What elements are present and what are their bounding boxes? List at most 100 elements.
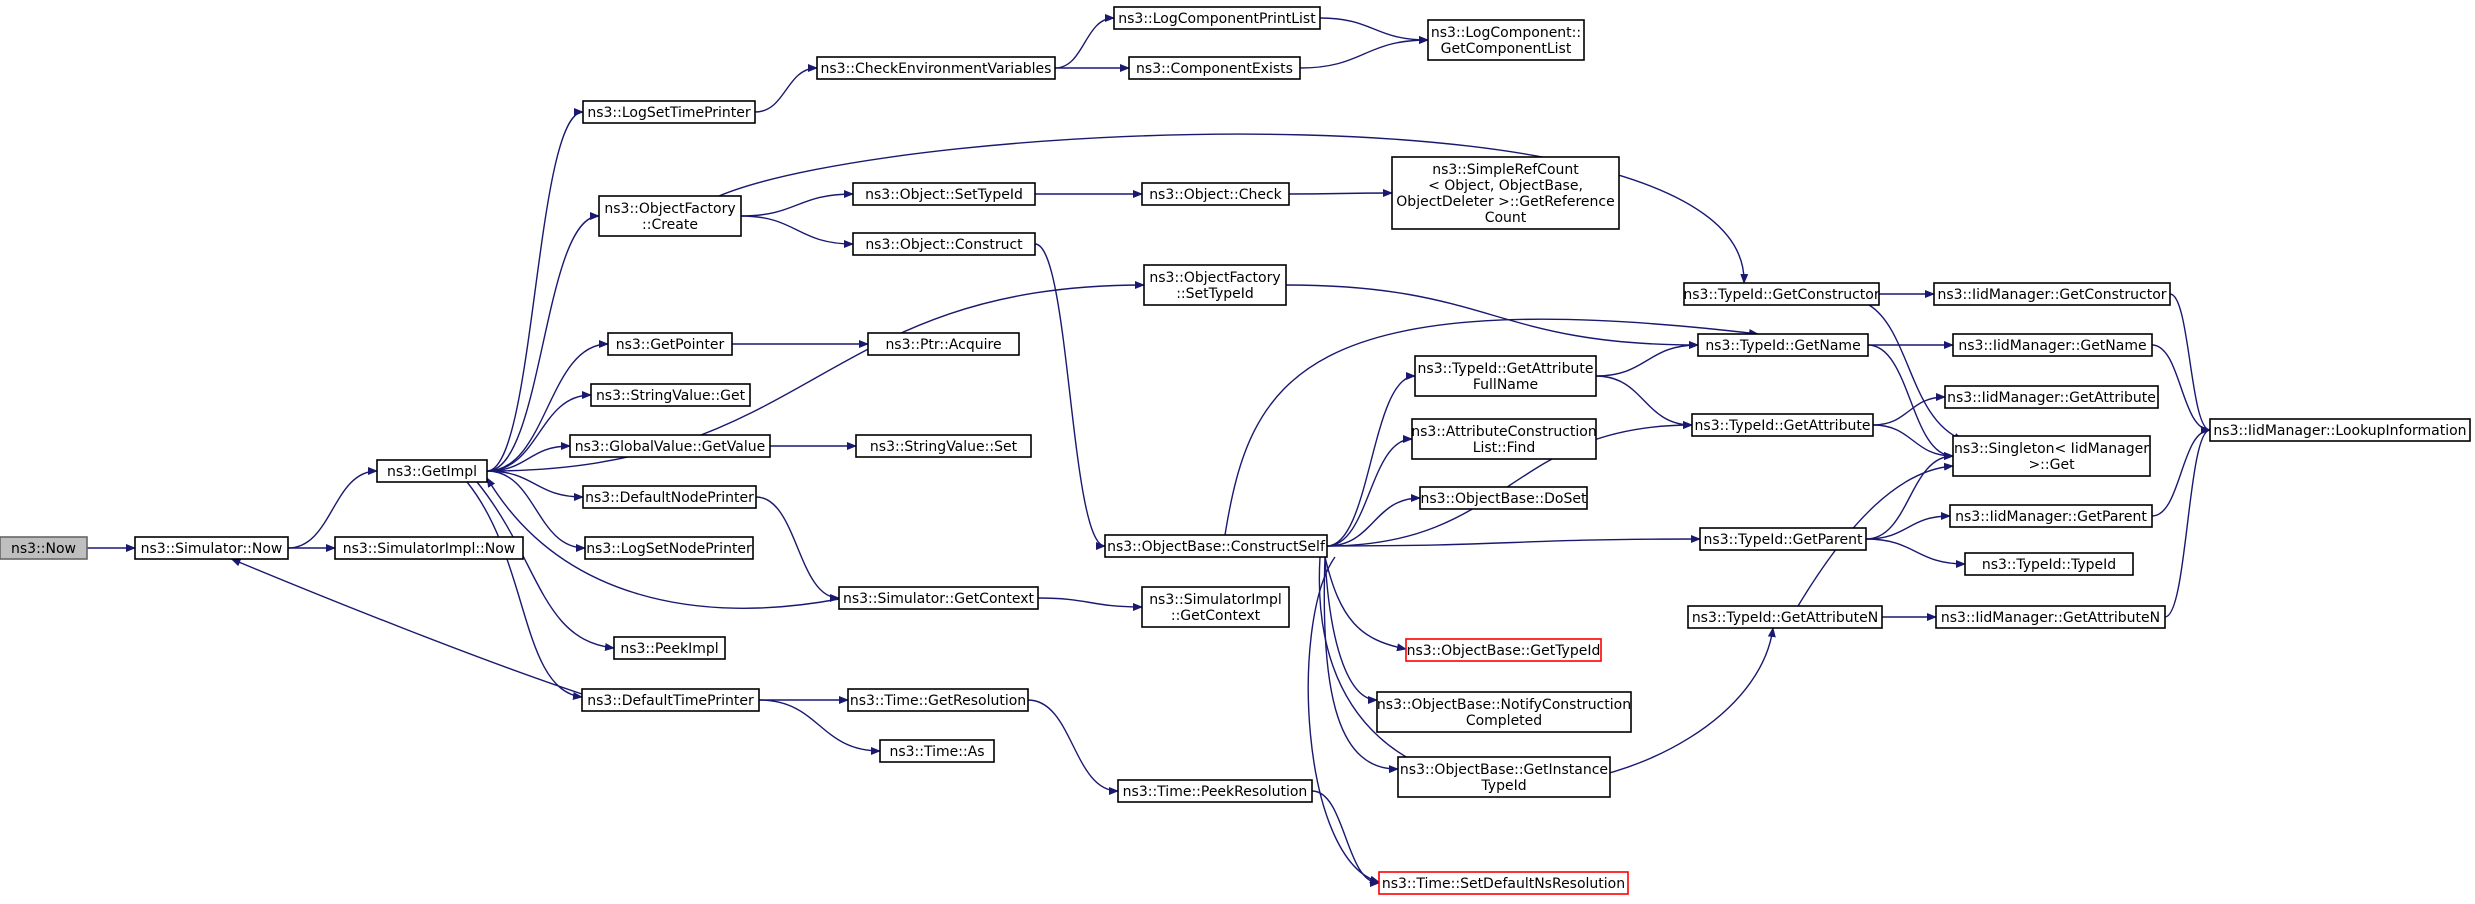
edge-typeidgetconstructor-to-singletonget [1868,304,1964,441]
node-box [1411,418,1597,460]
node-objbasegettypeid[interactable]: ns3::ObjectBase::GetTypeId [1405,638,1602,662]
node-stringvalueset[interactable]: ns3::StringValue::Set [855,434,1032,458]
edge-typeidgetparent-to-iidgetparent [1865,512,1951,540]
node-typeidgetattributen[interactable]: ns3::TypeId::GetAttributeN [1687,605,1883,629]
edge-getimpl-to-defaulttimeprinter [466,481,583,700]
node-stringvalueget[interactable]: ns3::StringValue::Get [590,383,751,407]
node-typeidgetname[interactable]: ns3::TypeId::GetName [1697,333,1869,357]
edge-iidgetattributen-to-iidlookup [2164,426,2211,618]
node-typeidtypeid[interactable]: ns3::TypeId::TypeId [1964,552,2134,576]
node-objfactorycreate[interactable]: ns3::ObjectFactory::Create [598,195,742,237]
node-label: ns3::ObjectBase::NotifyConstruction [1377,697,1631,713]
node-simgetcontext[interactable]: ns3::Simulator::GetContext [838,586,1039,610]
node-logsetnodeprinter[interactable]: ns3::LogSetNodePrinter [584,536,754,560]
node-singletonget[interactable]: ns3::Singleton< IidManager>::Get [1952,435,2151,477]
node-iidgetattributen[interactable]: ns3::IidManager::GetAttributeN [1935,605,2166,629]
node-objbaseconstructself[interactable]: ns3::ObjectBase::ConstructSelf [1104,534,1328,558]
node-peekimpl[interactable]: ns3::PeekImpl [613,636,726,660]
node-iidgetconstructor[interactable]: ns3::IidManager::GetConstructor [1933,282,2171,306]
node-label: ns3::ObjectBase::DoSet [1421,491,1587,507]
node-box [590,383,751,407]
edge-objfactorycreate-to-objsettypeid [740,190,854,217]
edge-typeidgetattrfullname-to-typeidgetattribute [1595,375,1693,429]
node-logsettimeprinter[interactable]: ns3::LogSetTimePrinter [582,100,756,124]
node-objcheck[interactable]: ns3::Object::Check [1141,182,1290,206]
node-iidgetparent[interactable]: ns3::IidManager::GetParent [1949,504,2153,528]
edge-objbaseconstructself-to-objbasedoset [1326,494,1421,547]
edge-objcheck-to-simplerefcount [1288,189,1393,198]
node-box [1952,435,2151,477]
node-box [1935,605,2166,629]
node-box [569,434,771,458]
node-label: ns3::Simulator::Now [141,541,283,557]
node-globalvaluegetvalue[interactable]: ns3::GlobalValue::GetValue [569,434,771,458]
node-simimplgetcontext[interactable]: ns3::SimulatorImpl::GetContext [1141,586,1290,628]
node-getpointer[interactable]: ns3::GetPointer [607,332,733,356]
node-box [1141,586,1290,628]
node-simimplnow[interactable]: ns3::SimulatorImpl::Now [334,536,524,560]
node-box [1414,355,1597,397]
node-label: ns3::TypeId::GetConstructor [1683,287,1879,303]
node-label: ns3::DefaultTimePrinter [587,693,754,709]
edge-objconstruct-to-objbaseconstructself [1034,243,1106,550]
edge-objbaseconstructself-to-typeidgetattrfullname [1326,372,1416,547]
node-defaulttimeprinter[interactable]: ns3::DefaultTimePrinter [581,688,760,712]
node-box [855,434,1032,458]
node-defaultnodeprinter[interactable]: ns3::DefaultNodePrinter [582,485,757,509]
edge-objfactorycreate-to-typeidgetconstructor [718,133,1749,284]
node-label: ns3::AttributeConstruction [1411,424,1596,440]
edge-objbaseconstructself-to-attrconstlistfind [1326,435,1413,547]
node-objbasenotify[interactable]: ns3::ObjectBase::NotifyConstructionCompl… [1376,691,1632,733]
node-iidgetname[interactable]: ns3::IidManager::GetName [1952,333,2153,357]
node-label: ns3::Object::SetTypeId [865,187,1023,203]
node-box [607,332,733,356]
edge-getimpl-to-logsetnodeprinter [486,470,586,552]
node-iidlookup[interactable]: ns3::IidManager::LookupInformation [2209,418,2471,442]
node-box [1113,6,1321,30]
edge-getimpl-to-stringvalueget [486,391,592,472]
node-label: ns3::Time::PeekResolution [1123,784,1308,800]
node-timegetresolution[interactable]: ns3::Time::GetResolution [847,688,1029,712]
node-box [1949,504,2153,528]
node-label: ns3::IidManager::GetAttribute [1947,390,2156,406]
node-typeidgetparent[interactable]: ns3::TypeId::GetParent [1699,527,1867,551]
node-box [1944,385,2159,409]
node-label: ns3::LogComponentPrintList [1118,11,1316,27]
node-ptracquire[interactable]: ns3::Ptr::Acquire [867,332,1020,356]
node-timesetdefaultns[interactable]: ns3::Time::SetDefaultNsResolution [1378,871,1629,895]
node-typeidgetattribute[interactable]: ns3::TypeId::GetAttribute [1691,413,1874,437]
node-label: ns3::IidManager::LookupInformation [2213,423,2466,439]
node-iidgetattribute[interactable]: ns3::IidManager::GetAttribute [1944,385,2159,409]
node-timepeekresolution[interactable]: ns3::Time::PeekResolution [1117,779,1313,803]
node-componentexists[interactable]: ns3::ComponentExists [1128,56,1301,80]
node-simplerefcount[interactable]: ns3::SimpleRefCount< Object, ObjectBase,… [1391,156,1620,230]
node-objconstruct[interactable]: ns3::Object::Construct [852,232,1036,256]
node-label: ns3::ObjectFactory [604,201,735,217]
node-now[interactable]: ns3::Now [0,536,88,560]
node-label: ns3::TypeId::GetAttribute [1695,418,1871,434]
edge-simgetcontext-to-getimpl [486,477,840,609]
node-label: ns3::TypeId::GetAttribute [1418,361,1594,377]
node-objbasedoset[interactable]: ns3::ObjectBase::DoSet [1419,486,1588,510]
node-label: ns3::GetPointer [616,337,725,353]
node-logcompgetlist[interactable]: ns3::LogComponent::GetComponentList [1427,19,1585,61]
node-checkenv[interactable]: ns3::CheckEnvironmentVariables [816,56,1056,80]
node-logcompprintlist[interactable]: ns3::LogComponentPrintList [1113,6,1321,30]
edge-defaulttimeprinter-to-simnow [230,558,583,695]
node-box [816,56,1056,80]
node-simnow[interactable]: ns3::Simulator::Now [134,536,289,560]
node-getimpl[interactable]: ns3::GetImpl [376,459,488,483]
edge-typeidgetattributen-to-singletonget [1797,462,1954,607]
node-objfactorysettypeid[interactable]: ns3::ObjectFactory::SetTypeId [1143,264,1287,306]
edge-objbaseconstructself-to-objbasenotify [1324,556,1378,704]
node-objsettypeid[interactable]: ns3::Object::SetTypeId [852,182,1036,206]
node-typeidgetconstructor[interactable]: ns3::TypeId::GetConstructor [1683,282,1880,306]
node-timeas[interactable]: ns3::Time::As [879,739,995,763]
node-label: ns3::ObjectFactory [1149,270,1280,286]
node-box [1683,282,1880,306]
edge-iidgetconstructor-to-iidlookup [2169,293,2211,434]
